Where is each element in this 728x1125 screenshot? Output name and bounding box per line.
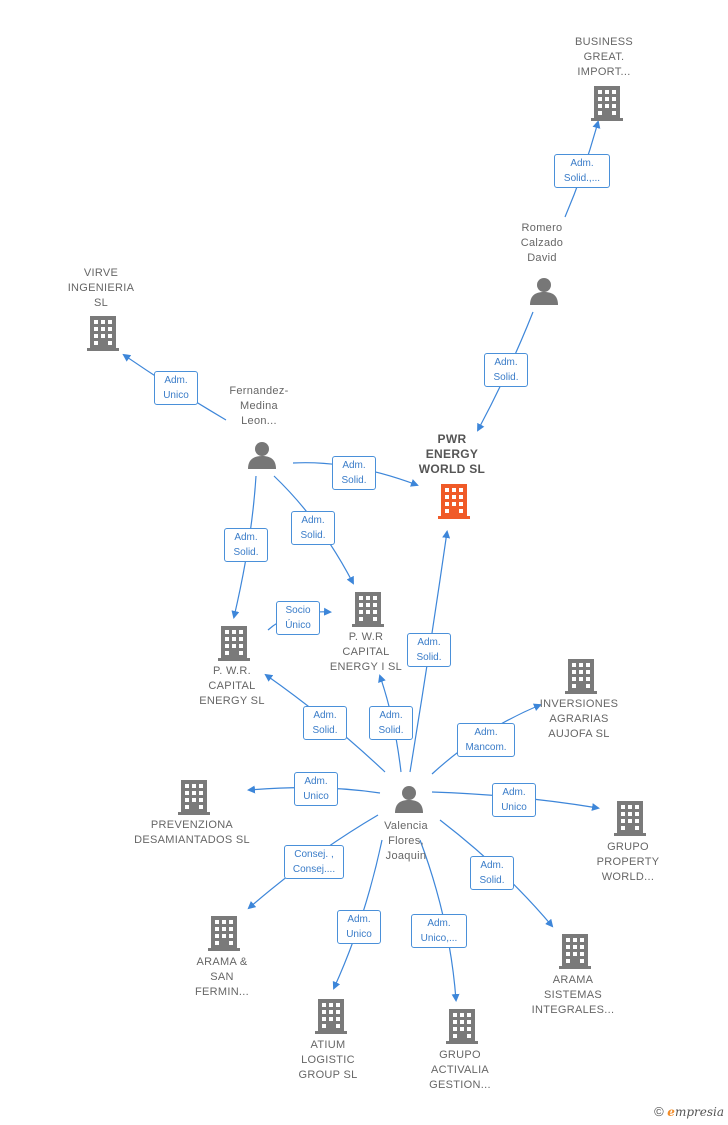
building-icon [218,626,250,661]
node-pwr[interactable]: PWR ENERGY WORLD SL [418,432,486,476]
building-icon [565,659,597,694]
node-virve[interactable]: VIRVE INGENIERIA SL [67,267,135,309]
edge-label-valencia-capital-i[interactable]: Adm. Solid. [369,706,413,740]
edge-label-valencia-grupo-property[interactable]: Adm. Unico [492,783,536,817]
edge-label-valencia-capital[interactable]: Adm. Solid. [303,706,347,740]
node-grupo-activalia[interactable]: GRUPO ACTIVALIA GESTION... [429,1049,491,1091]
node-inversiones[interactable]: INVERSIONES AGRARIAS AUJOFA SL [539,698,619,740]
edge-label-capital-socio[interactable]: Socio Único [276,601,320,635]
edge-label-valencia-atium[interactable]: Adm. Unico [337,910,381,944]
copyright-icon: © [654,1104,664,1119]
edge-label-valencia-arama-san[interactable]: Consej. , Consej.... [284,845,344,879]
edge-label-fernandez-capital[interactable]: Adm. Solid. [224,528,268,562]
building-icon-highlight [438,484,470,519]
building-icon [446,1009,478,1044]
node-romero[interactable]: Romero Calzado David [520,222,564,264]
building-icon [208,916,240,951]
building-icon [87,316,119,351]
building-icon [559,934,591,969]
edge-label-valencia-arama-sistemas[interactable]: Adm. Solid. [470,856,514,890]
node-atium[interactable]: ATIUM LOGISTIC GROUP SL [298,1039,358,1081]
edge-label-valencia-pwr[interactable]: Adm. Solid. [407,633,451,667]
empresia-logo[interactable]: empresia [667,1105,724,1119]
node-arama-sistemas[interactable]: ARAMA SISTEMAS INTEGRALES... [531,974,615,1016]
node-valencia[interactable]: Valencia Flores, Joaquin [384,820,428,862]
building-icon [614,801,646,836]
person-icon [395,786,423,813]
edge-label-romero-business[interactable]: Adm. Solid.,... [554,154,610,188]
node-pwr-capital-energy-i[interactable]: P. W.R CAPITAL ENERGY I SL [329,631,403,673]
node-fernandez[interactable]: Fernandez- Medina Leon... [229,385,289,427]
edge-label-valencia-activalia[interactable]: Adm. Unico,... [411,914,467,948]
building-icon [591,86,623,121]
node-business-great[interactable]: BUSINESS GREAT. IMPORT... [574,36,634,78]
node-prevenziona[interactable]: PREVENZIONA DESAMIANTADOS SL [134,819,250,846]
node-grupo-property[interactable]: GRUPO PROPERTY WORLD... [596,841,660,883]
copyright-footer: © empresia [654,1104,724,1119]
edge-label-valencia-inversiones[interactable]: Adm. Mancom. [457,723,515,757]
node-arama-san[interactable]: ARAMA & SAN FERMIN... [194,956,250,998]
edge-label-fernandez-virve[interactable]: Adm. Unico [154,371,198,405]
edge-label-fernandez-capital-i[interactable]: Adm. Solid. [291,511,335,545]
building-icon [352,592,384,627]
person-icon [248,442,276,469]
building-icon [178,780,210,815]
person-icon [530,278,558,305]
building-icon [315,999,347,1034]
node-pwr-capital-energy[interactable]: P. W.R. CAPITAL ENERGY SL [199,665,265,707]
edge-label-valencia-prevenziona[interactable]: Adm. Unico [294,772,338,806]
edge-label-romero-pwr[interactable]: Adm. Solid. [484,353,528,387]
edge-label-fernandez-pwr[interactable]: Adm. Solid. [332,456,376,490]
